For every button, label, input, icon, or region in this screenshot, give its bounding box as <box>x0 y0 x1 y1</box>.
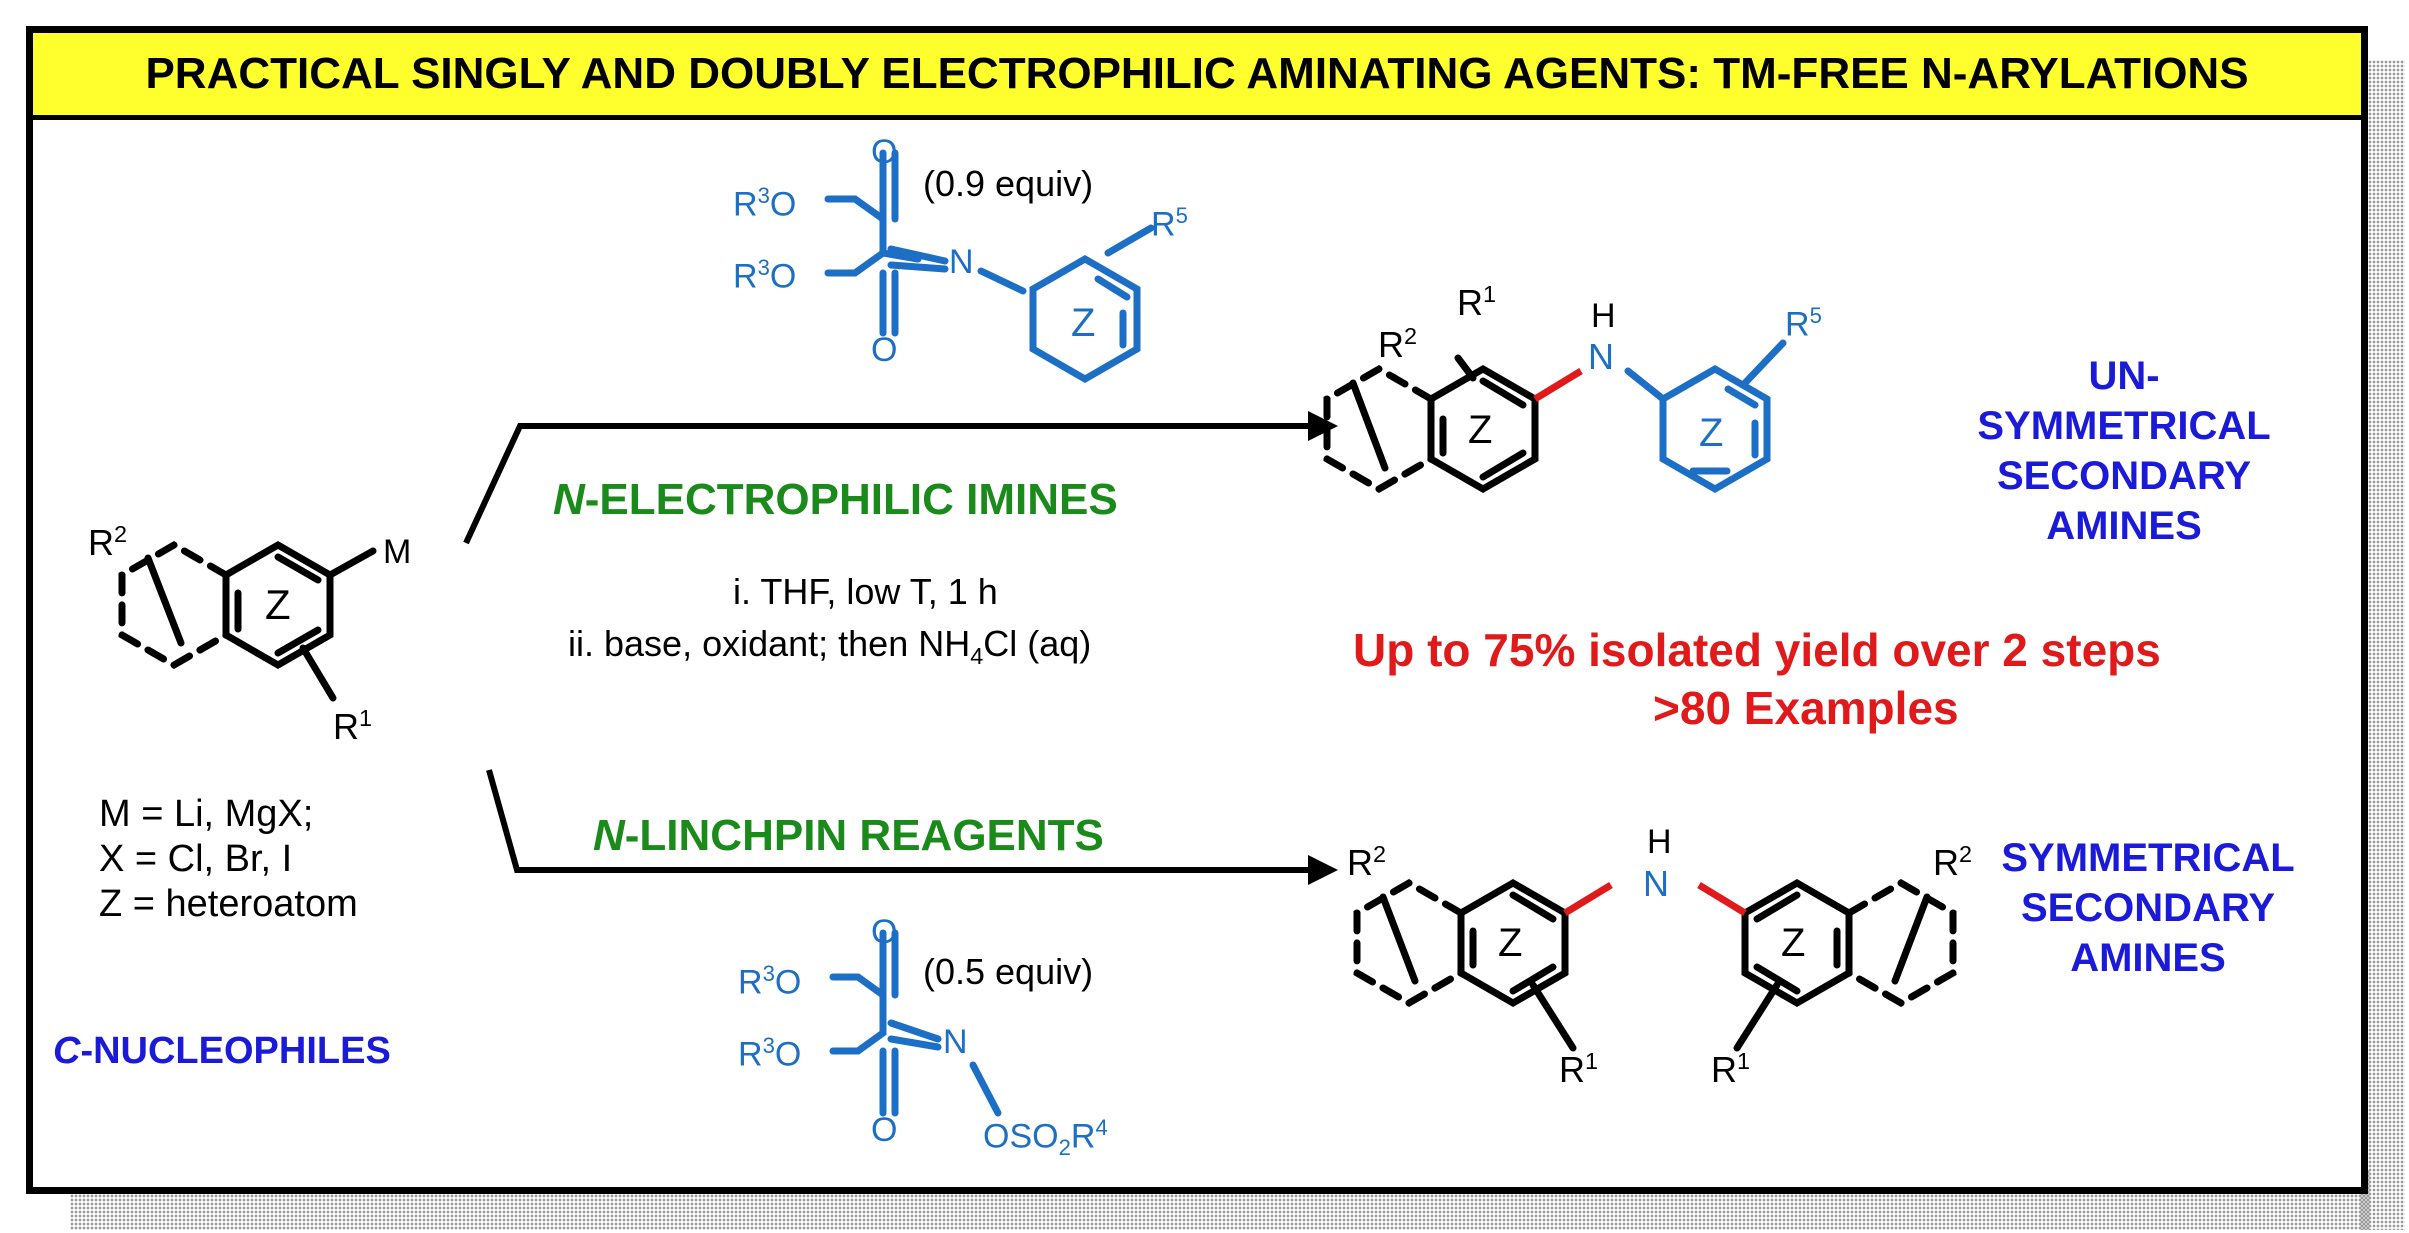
unsymmetrical-product-structure <box>1323 354 1539 494</box>
sym-r1-left-label: R1 <box>1559 1048 1599 1090</box>
definition-x: X = Cl, Br, I <box>99 838 293 880</box>
imine-ester-bottom: R3O <box>733 255 797 296</box>
imine-n-label: N <box>949 243 974 281</box>
imine-o-bottom: O <box>871 331 898 369</box>
lower-reaction-arrow <box>486 769 1338 885</box>
banner-title: PRACTICAL SINGLY AND DOUBLY ELECTROPHILI… <box>33 33 2361 120</box>
unsymmetrical-product-aryl-blue <box>1624 339 1787 494</box>
imine-equiv: (0.9 equiv) <box>923 163 1094 204</box>
unsymmetrical-product-bonds-red <box>1533 368 1583 402</box>
nucleophile-z-label: Z <box>265 581 291 628</box>
scheme-frame: PRACTICAL SINGLY AND DOUBLY ELECTROPHILI… <box>26 26 2368 1194</box>
unsym-n-label: N <box>1588 336 1614 377</box>
linchpin-reagent-structure <box>829 929 1002 1117</box>
symmetrical-product-bonds-red <box>1563 882 1747 916</box>
sym-r1-right-label: R1 <box>1711 1048 1751 1090</box>
sym-class-label: SYMMETRICAL SECONDARY AMINES <box>2001 836 2295 980</box>
yield-line-1: Up to 75% isolated yield over 2 steps <box>1353 624 2161 676</box>
imine-reagent-structure <box>824 149 1155 384</box>
linchpin-equiv: (0.5 equiv) <box>923 951 1094 992</box>
lower-path-label: N-LINCHPIN REAGENTS <box>593 811 1104 860</box>
sym-h-label: H <box>1647 823 1672 861</box>
definition-z: Z = heteroatom <box>99 883 358 925</box>
sym-r2-right-label: R2 <box>1933 841 1973 883</box>
upper-reaction-arrow <box>463 411 1338 545</box>
nucleophile-structure <box>118 540 377 702</box>
reaction-scheme-graphics <box>118 149 1957 1117</box>
unsym-aryl-z-label: Z <box>1699 411 1724 455</box>
linchpin-leaving-group: OSO2R4 <box>983 1115 1108 1161</box>
linchpin-o-top: O <box>871 913 898 951</box>
imine-r5-label: R5 <box>1151 203 1188 244</box>
condition-step-1: i. THF, low T, 1 h <box>733 571 998 612</box>
sym-r2-left-label: R2 <box>1347 841 1387 883</box>
imine-o-top: O <box>871 133 898 171</box>
unsym-z-label: Z <box>1468 408 1493 452</box>
imine-ester-top: R3O <box>733 183 797 224</box>
nucleophile-r1-label: R1 <box>333 705 373 747</box>
sym-z-right-label: Z <box>1781 921 1806 965</box>
sym-n-label: N <box>1643 863 1669 904</box>
linchpin-n-label: N <box>943 1023 968 1061</box>
unsym-class-label: UN- SYMMETRICAL SECONDARY AMINES <box>1977 354 2271 548</box>
condition-step-2: ii. base, oxidant; then NH4Cl (aq) <box>568 623 1092 670</box>
unsym-r5-label: R5 <box>1785 303 1822 344</box>
linchpin-o-bottom: O <box>871 1111 898 1149</box>
symmetrical-product-structure <box>1353 878 1957 1052</box>
definition-m: M = Li, MgX; <box>99 793 314 835</box>
nucleophile-m-label: M <box>383 533 412 571</box>
imine-z-label: Z <box>1071 301 1096 345</box>
unsym-r2-label: R2 <box>1378 323 1418 365</box>
unsym-h-label: H <box>1591 297 1616 335</box>
unsym-r1-label: R1 <box>1457 281 1497 323</box>
nucleophile-class-label: C-NUCLEOPHILES <box>53 1030 391 1072</box>
yield-line-2: >80 Examples <box>1653 682 1959 734</box>
sym-z-left-label: Z <box>1498 921 1523 965</box>
linchpin-ester-bottom: R3O <box>738 1033 802 1074</box>
nucleophile-r2-label: R2 <box>88 521 128 563</box>
linchpin-ester-top: R3O <box>738 961 802 1002</box>
upper-path-label: N-ELECTROPHILIC IMINES <box>553 475 1118 524</box>
